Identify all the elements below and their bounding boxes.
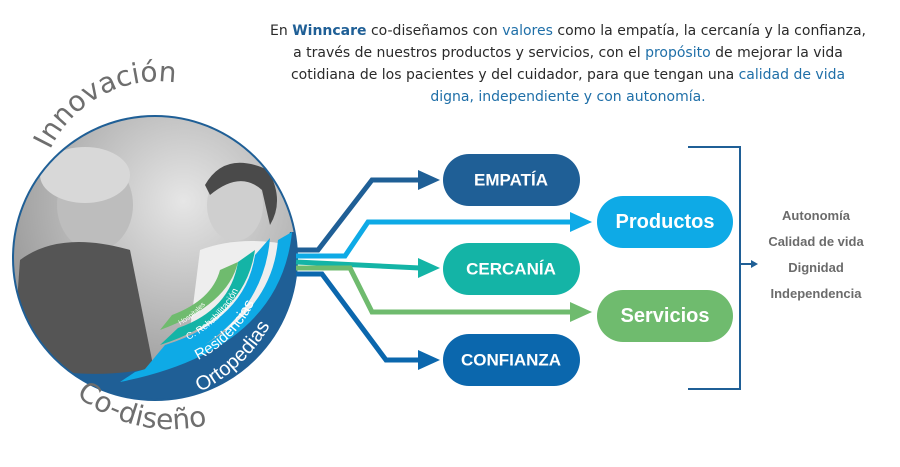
brand-name: Winncare	[292, 23, 367, 39]
intro-text: co-diseñamos con	[366, 23, 503, 39]
band-residencias	[120, 232, 292, 382]
highlight-proposito: propósito	[645, 45, 711, 61]
highlight-valores: valores	[502, 23, 553, 39]
svg-text:Productos: Productos	[616, 211, 715, 233]
intro-text: como la empatía, la cercanía y la confia…	[293, 23, 866, 61]
band-rehabilitacion	[160, 250, 255, 345]
arrow-productos	[296, 219, 572, 259]
arrow-servicios	[296, 265, 572, 315]
value-confianza: CONFIANZA	[443, 334, 580, 386]
bracket	[688, 146, 741, 390]
intro-paragraph: En Winncare co-diseñamos con valores com…	[268, 20, 868, 108]
arrow-cercania	[295, 259, 421, 271]
offering-servicios: Servicios	[597, 290, 733, 342]
outcome-independencia: Independencia	[770, 286, 862, 301]
intro-text: de mejorar la vida cotidiana de los paci…	[290, 45, 843, 83]
svg-text:Servicios: Servicios	[621, 305, 710, 327]
value-empatia: EMPATÍA	[443, 154, 580, 206]
outcome-dignidad: Dignidad	[788, 260, 844, 275]
band-ortopedias	[40, 232, 297, 400]
arrow-confianza	[296, 271, 420, 363]
svg-text:CERCANÍA: CERCANÍA	[466, 260, 556, 279]
offering-productos: Productos	[597, 196, 733, 248]
svg-text:EMPATÍA: EMPATÍA	[474, 171, 548, 190]
arrow-empatia	[296, 177, 420, 253]
outcome-autonomia: Autonomía	[782, 208, 850, 223]
intro-text: En	[270, 23, 293, 39]
band-hospitales	[160, 262, 238, 330]
svg-text:CONFIANZA: CONFIANZA	[461, 351, 561, 370]
highlight-calidad: calidad de vida digna, independiente y c…	[430, 67, 846, 105]
outcome-calidad-de-vida: Calidad de vida	[768, 234, 864, 249]
value-cercania: CERCANÍA	[443, 243, 580, 295]
